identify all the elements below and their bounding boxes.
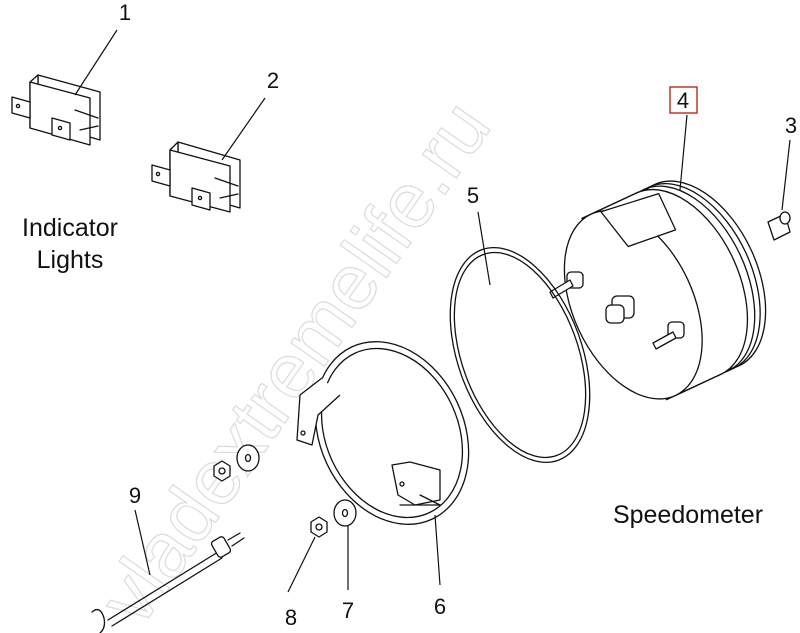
watermark: vladextremelife.ru: [82, 85, 507, 633]
callout-7[interactable]: 7: [342, 598, 354, 623]
indicator-lights-caption-line1: Indicator: [22, 214, 118, 242]
indicator-lights-caption-line2: Lights: [37, 246, 104, 274]
callout-6[interactable]: 6: [434, 594, 446, 619]
part-9-speedometer-cable[interactable]: [91, 532, 245, 633]
callout-2[interactable]: 2: [267, 68, 279, 93]
nut-upper[interactable]: [213, 460, 231, 482]
part-4-speedometer[interactable]: [537, 159, 794, 421]
washer-upper[interactable]: [236, 444, 260, 472]
leader-lines: [74, 29, 791, 593]
part-5-gasket-ring[interactable]: [423, 229, 616, 482]
callout-4-highlight-box: [669, 86, 698, 114]
part-6-bracket[interactable]: [287, 316, 498, 549]
callout-8[interactable]: 8: [285, 605, 297, 630]
speedometer-studs: [549, 271, 685, 350]
part-7-washer[interactable]: [333, 499, 357, 527]
part-8-nut[interactable]: [310, 516, 328, 538]
callout-3[interactable]: 3: [785, 113, 797, 138]
part-3-cap[interactable]: [767, 211, 791, 241]
callout-1[interactable]: 1: [119, 0, 131, 25]
part-1-indicator-switch[interactable]: [11, 74, 101, 146]
callout-9[interactable]: 9: [129, 483, 141, 508]
speedometer-caption: Speedometer: [613, 501, 763, 529]
part-2-indicator-switch[interactable]: [151, 141, 241, 213]
callout-5[interactable]: 5: [467, 183, 479, 208]
callout-4[interactable]: 4: [677, 88, 689, 113]
